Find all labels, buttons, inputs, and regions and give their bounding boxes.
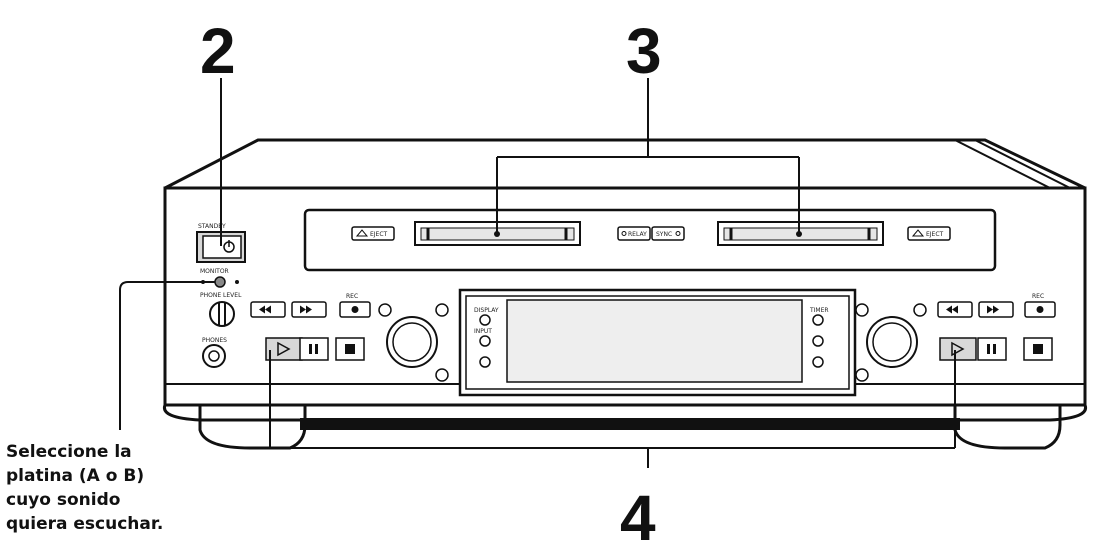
a-button[interactable] [479,356,491,368]
svg-text:STANDBY: STANDBY [198,223,226,230]
relay-button[interactable]: RELAY [617,226,651,241]
input-a-button[interactable] [479,335,491,347]
svg-text:PHONES: PHONES [202,337,227,344]
svg-text:RELAY: RELAY [628,231,647,238]
eject-button-a[interactable]: EJECT [351,226,395,241]
svg-text:EJECT: EJECT [370,231,388,238]
play-button-b[interactable] [939,337,977,361]
deck-a-dial[interactable] [378,303,449,382]
timer-button[interactable] [812,314,824,326]
pause-button-a[interactable] [299,337,329,361]
unit-feet [198,403,1062,450]
svg-text:INPUT: INPUT [474,328,492,335]
display-button[interactable] [479,314,491,326]
top-cover [164,138,1086,190]
monitor-instruction-note: Seleccione la platina (A o B) cuyo sonid… [6,440,216,536]
phone-level-knob[interactable]: PHONE LEVEL [200,292,242,327]
sync-button[interactable]: SYNC [651,226,685,241]
note-line: Seleccione la [6,442,132,462]
deck-b-transport: REC [937,293,1056,361]
callout-3: 3 [626,15,662,87]
svg-text:MONITOR: MONITOR [200,268,229,275]
svg-text:DISPLAY: DISPLAY [474,307,499,314]
note-line: platina (A o B) [6,466,145,486]
svg-text:TIMER: TIMER [809,307,829,314]
note-line: cuyo sonido [6,490,121,510]
eject-button-b[interactable]: EJECT [907,226,951,241]
note-line: quiera escuchar. [6,514,164,534]
svg-text:PHONE LEVEL: PHONE LEVEL [200,292,242,299]
callout-4: 4 [620,482,656,542]
deck-b-window [717,221,884,246]
pause-button-b[interactable] [977,337,1007,361]
center-display-panel: DISPLAY INPUT TIMER [458,288,857,397]
deck-b-dial[interactable] [855,303,927,382]
callout-2: 2 [200,15,236,87]
svg-text:EJECT: EJECT [926,231,944,238]
phones-jack: PHONES [202,337,227,368]
b-button[interactable] [812,356,824,368]
svg-text:REC: REC [346,293,358,300]
input-b-button[interactable] [812,335,824,347]
svg-text:SYNC: SYNC [656,231,672,238]
deck-a-transport: REC [250,293,371,361]
svg-text:REC: REC [1032,293,1044,300]
fluorescent-display [506,299,803,383]
leader-lines [119,78,956,468]
play-button-a[interactable] [265,337,303,361]
